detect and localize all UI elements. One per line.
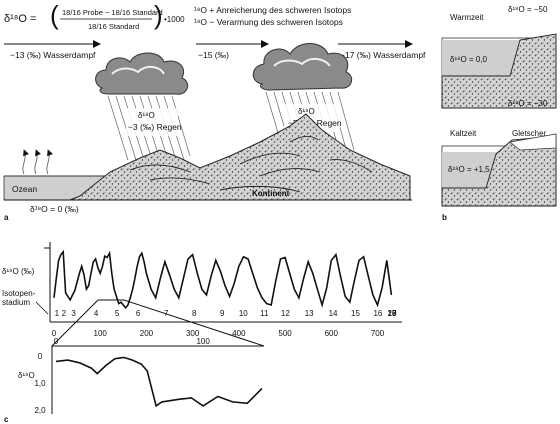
stage-number-13: 13 [305,309,314,318]
stage-number-6: 6 [136,309,141,318]
stage-number-14: 14 [329,309,338,318]
glacier-ice [509,133,557,151]
evaporation-arrows [22,149,54,175]
panel-a-label: a [4,213,9,222]
stage-number-17: 17 [388,309,397,318]
panel-b-sea-level: Warmzeit δ¹⁸O = −50 δ¹⁸O = 0,0 δ¹⁸O = −3… [441,5,557,222]
rain-cloud-right [252,43,353,91]
continent-label: Kontinent [252,189,290,198]
age-tick-0: 0 [52,329,57,338]
inset-xtick-100: 100 [196,337,210,346]
age-tick-300: 300 [186,329,200,338]
formula-denominator: 18/16 Standard [88,22,139,31]
stage-number-11: 11 [260,309,269,318]
continent-strata [129,135,373,193]
inset-ytick-0: 0 [38,352,43,361]
inset-xtick-0: 0 [54,337,59,346]
arrow3-label: −17 (‰) Wasserdampf [340,50,426,60]
cold-top-d18o: δ¹⁸O = −30 [508,99,548,108]
glacier-label: Gletscher [512,129,547,138]
warm-sea [442,40,522,76]
panel-a-water-cycle: −13 (‰) Wasserdampf −15 (‰) −17 (‰) Wass… [3,40,426,222]
formula-paren-right: ) [154,0,163,30]
formula-multiplier: •1000 [164,15,185,24]
cloud1-d18o: δ¹⁸O [138,111,155,120]
age-tick-500: 500 [278,329,292,338]
formula-numerator: 18/16 Probe − 18/16 Standard [62,8,163,17]
age-tick-700: 700 [371,329,385,338]
cold-title: Kaltzeit [450,129,477,138]
ocean-d18o: δ¹⁸O = 0 (‰) [30,204,79,214]
stage-number-5: 5 [115,309,120,318]
stage-label-1: Isotopen- [2,289,36,298]
inset-curve [55,356,263,408]
age-tick-100: 100 [94,329,108,338]
stage-number-4: 4 [94,309,99,318]
stage-number-10: 10 [239,309,248,318]
arrow1-label: −13 (‰) Wasserdampf [10,50,96,60]
stage-label-2: stadium [2,298,30,307]
main-ylabel: δ¹⁸O (‰) [2,267,35,276]
legend-enrichment: ¹⁸O + Anreicherung des schweren Isotops [194,5,351,15]
panel-c-label: c [4,415,9,424]
stage-number-20: 20 [388,309,397,318]
stage-number-9: 9 [220,309,225,318]
stage-number-15: 15 [351,309,360,318]
stage-number-2: 2 [62,309,67,318]
cloud2-d18o: δ¹⁸O [298,107,315,116]
ocean-label: Ozean [12,184,37,194]
stage-number-8: 8 [192,309,197,318]
legend-depletion: ¹⁸O − Verarmung des schweren Isotops [194,17,343,27]
cloud1-rain-value: −3 (‰) Regen [128,122,182,132]
stage-number-1: 1 [55,309,60,318]
panel-b-label: b [442,213,447,222]
stage-number-18: 18 [388,309,397,318]
warm-sea-d18o: δ¹⁸O = 0,0 [450,55,488,64]
rain-cloud-left [95,52,189,95]
formula-lhs: δ¹⁸O = [4,13,36,25]
stage-number-3: 3 [71,309,76,318]
stage-number-16: 16 [373,309,382,318]
isotope-formula: δ¹⁸O = ( 18/16 Probe − 18/16 Standard 18… [4,0,351,31]
warm-land [441,33,557,109]
inset-y-tick-labels: 0 1,0 2,0 [34,352,46,415]
age-tick-600: 600 [325,329,339,338]
inset-ytick-2: 2,0 [34,406,46,415]
inset-ytick-1: 1,0 [34,379,46,388]
formula-paren-left: ( [50,0,59,30]
warm-title: Warmzeit [450,13,484,22]
stage-number-19: 19 [388,309,397,318]
warm-top-d18o: δ¹⁸O = −50 [508,5,548,14]
zoom-connector [50,299,265,347]
inset-x-tick-labels: 0 100 [54,337,211,346]
age-tick-200: 200 [140,329,154,338]
continent-landmass [69,113,411,201]
arrow2-label: −15 (‰) [198,50,229,60]
isotope-curve [53,249,393,310]
inset-ylabel: δ¹⁸O [18,371,35,380]
cold-sea-d18o: δ¹⁸O = +1,5 [448,165,490,174]
stage-number-12: 12 [281,309,290,318]
age-tick-400: 400 [232,329,246,338]
age-tick-labels: 0 100 200 300 400 500 600 700 [52,329,385,338]
